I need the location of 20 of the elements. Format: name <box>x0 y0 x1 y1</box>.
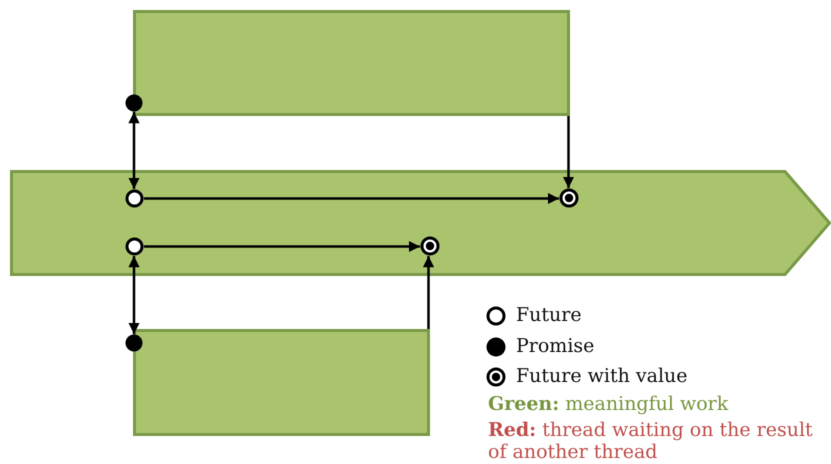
arrow <box>128 256 140 334</box>
arrow <box>562 116 574 188</box>
legend-label: Future with value <box>516 365 688 387</box>
arrow <box>128 112 140 189</box>
future-circle <box>125 189 144 208</box>
legend-note: Green: meaningful work <box>488 393 730 415</box>
future-circle <box>125 237 144 256</box>
future-with-value-circle <box>559 188 579 208</box>
future-with-value-circle <box>420 236 440 256</box>
legend-label: Promise <box>516 335 594 357</box>
work-bar <box>133 329 430 436</box>
arrow <box>144 192 559 204</box>
legend-label: Future <box>516 304 582 326</box>
legend-note: Red: thread waiting on the result of another thread <box>488 419 814 463</box>
promise-dot <box>125 94 143 112</box>
promise-dot <box>125 334 143 352</box>
arrow <box>422 256 434 329</box>
work-bar <box>133 10 570 116</box>
thread-arrow-band <box>10 170 831 276</box>
arrow <box>144 240 420 252</box>
